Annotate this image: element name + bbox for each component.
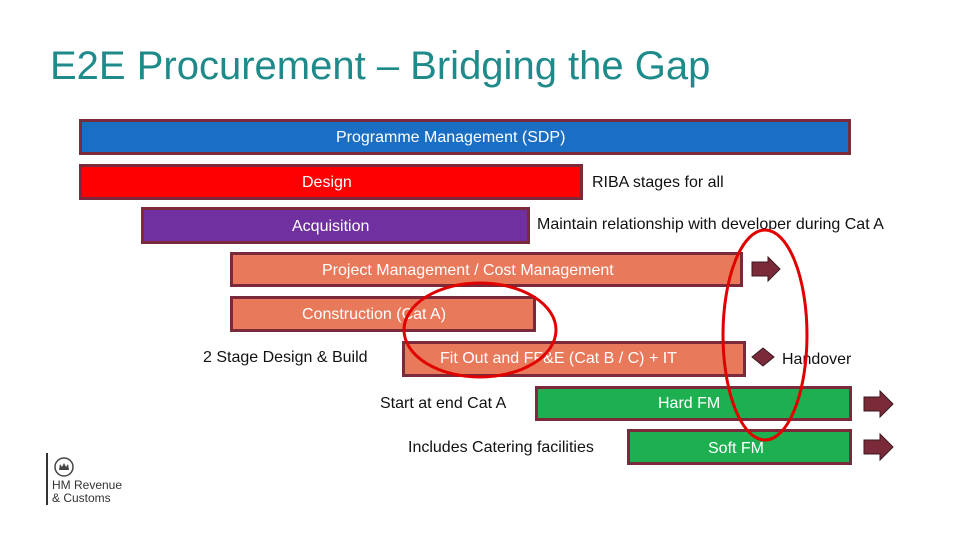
hard-fm-arrow-icon <box>863 389 894 419</box>
logo-line-2: & Customs <box>52 491 111 505</box>
page-title: E2E Procurement – Bridging the Gap <box>50 44 711 88</box>
riba-note: RIBA stages for all <box>592 174 724 191</box>
project-management-bar <box>230 252 743 287</box>
acquisition-bar <box>141 207 530 244</box>
catering-note: Includes Catering facilities <box>408 439 594 456</box>
start-at-end-note: Start at end Cat A <box>380 395 507 412</box>
construction-gap-circle <box>402 281 558 379</box>
handover-gap-circle <box>721 228 809 442</box>
two-stage-note: 2 Stage Design & Build <box>203 349 368 366</box>
fit-out-bar <box>402 341 746 377</box>
design-label: Design <box>302 174 352 191</box>
fit-out-label: Fit Out and FF&E (Cat B / C) + IT <box>440 350 677 367</box>
project-arrow-icon <box>751 255 781 283</box>
maintain-note: Maintain relationship with developer dur… <box>537 216 884 233</box>
soft-fm-label: Soft FM <box>708 440 765 457</box>
handover-diamond-icon <box>751 347 775 367</box>
logo-text: HM Revenue & Customs <box>52 479 122 505</box>
soft-fm-arrow-icon <box>863 432 894 462</box>
programme-management-bar <box>79 119 851 155</box>
soft-fm-bar <box>627 429 852 465</box>
acquisition-label: Acquisition <box>292 218 370 235</box>
hmrc-logo: HM Revenue & Customs <box>46 453 136 508</box>
logo-line-1: HM Revenue <box>52 478 123 492</box>
hard-fm-label: Hard FM <box>658 395 721 412</box>
design-bar <box>79 164 583 200</box>
project-management-label: Project Management / Cost Management <box>322 262 614 279</box>
crown-crest-icon <box>54 457 74 477</box>
handover-note: Handover <box>782 351 852 368</box>
programme-management-label: Programme Management (SDP) <box>336 129 566 146</box>
construction-bar <box>230 296 536 332</box>
logo-divider <box>46 453 48 505</box>
